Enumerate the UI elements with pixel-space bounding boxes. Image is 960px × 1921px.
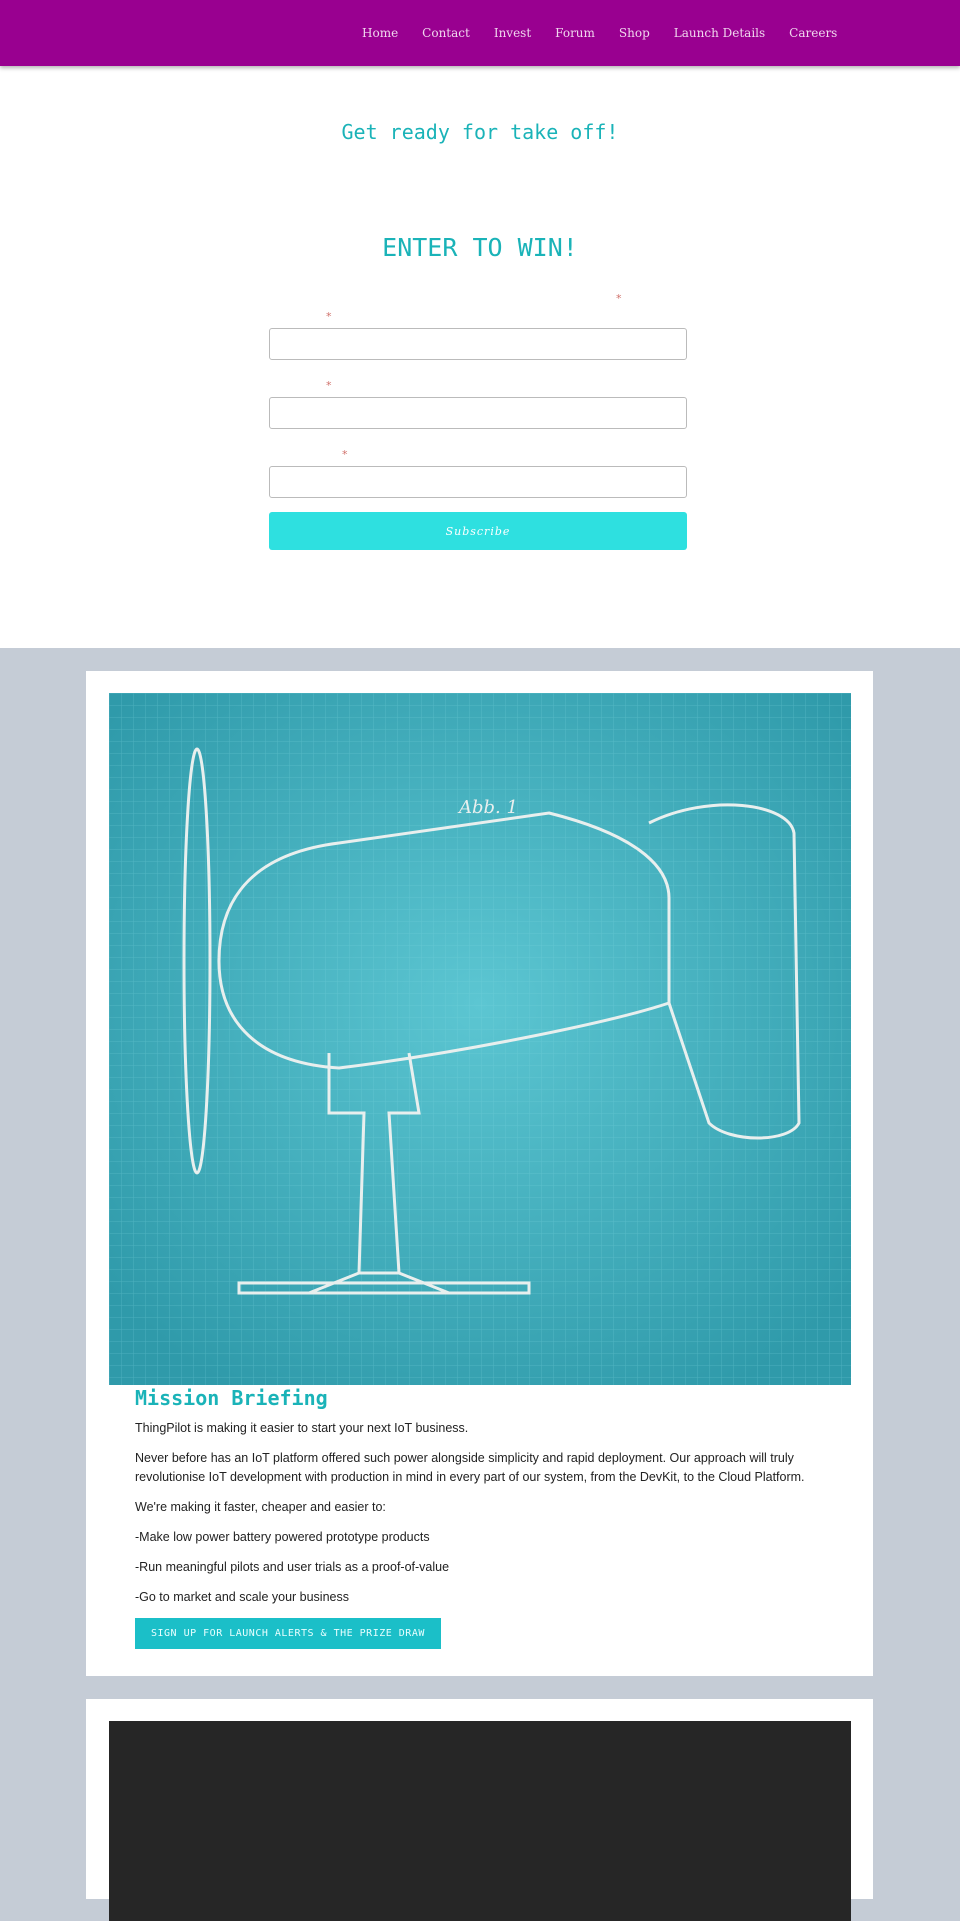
form-field-1[interactable]	[269, 328, 687, 360]
paragraph: ThingPilot is making it easier to start …	[135, 1421, 469, 1435]
nav-launch-details[interactable]: Launch Details	[673, 26, 766, 40]
tagline: Get ready for take off!	[341, 120, 619, 144]
required-mark: *	[326, 310, 332, 323]
required-mark: *	[342, 448, 348, 461]
main-nav: Home Contact Invest Forum Shop Launch De…	[350, 0, 849, 66]
heading: ENTER TO WIN!	[382, 233, 578, 262]
nav-shop[interactable]: Shop	[618, 26, 650, 40]
launch-alerts-signup-button[interactable]: SIGN UP FOR LAUNCH ALERTS & THE PRIZE DR…	[135, 1618, 441, 1649]
paragraph: We're making it faster, cheaper and easi…	[135, 1500, 386, 1514]
video-card	[86, 1699, 873, 1921]
nav-home[interactable]: Home	[362, 26, 399, 40]
form-field-2[interactable]	[269, 397, 687, 429]
mission-card: Abb. 1 Mission Briefing ThingPilot is ma…	[86, 671, 873, 1676]
blueprint-airplane-image: Abb. 1	[109, 693, 851, 1385]
paragraph: -Go to market and scale your business	[135, 1590, 349, 1604]
header: Home Contact Invest Forum Shop Launch De…	[0, 0, 960, 66]
signup-section: Get ready for take off! ENTER TO WIN! * …	[0, 66, 960, 648]
nav-invest[interactable]: Invest	[493, 26, 532, 40]
nav-forum[interactable]: Forum	[555, 26, 595, 40]
form-field-3[interactable]	[269, 466, 687, 498]
subscribe-button[interactable]: Subscribe	[269, 512, 687, 550]
paragraph: -Run meaningful pilots and user trials a…	[135, 1560, 450, 1574]
image-label: Abb. 1	[457, 797, 518, 818]
mission-title: Mission Briefing	[135, 1386, 328, 1410]
paragraph: Never before has an IoT platform offered…	[135, 1451, 805, 1484]
paragraph: -Make low power battery powered prototyp…	[135, 1530, 430, 1544]
nav-careers[interactable]: Careers	[789, 26, 838, 40]
mission-text: Mission Briefing ThingPilot is making it…	[135, 1385, 835, 1649]
video-player[interactable]	[109, 1721, 851, 1921]
required-mark: *	[326, 379, 332, 392]
nav-contact[interactable]: Contact	[422, 26, 470, 40]
required-mark: *	[616, 292, 622, 305]
